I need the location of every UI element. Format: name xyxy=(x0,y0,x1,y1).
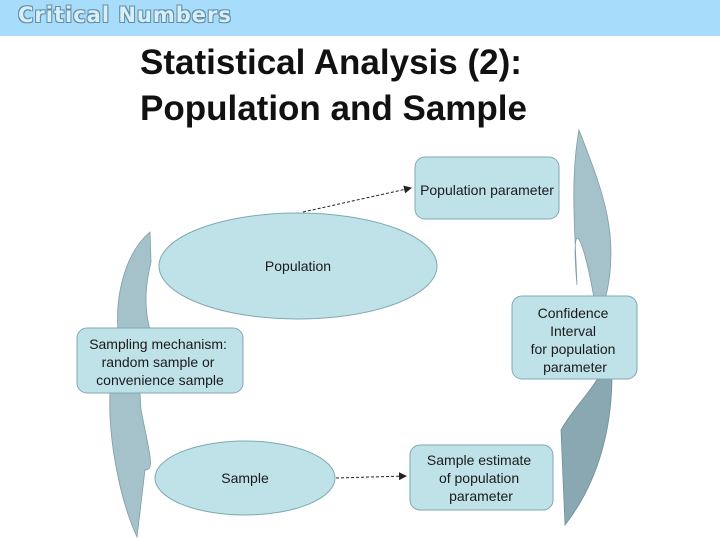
sample-estimate-line-3: parameter xyxy=(449,488,513,504)
population-node xyxy=(158,212,438,320)
sampling-mechanism-line-2: random sample or xyxy=(102,354,215,370)
confidence-interval-line-3: for population xyxy=(531,341,616,357)
cycle-arrow-right xyxy=(560,374,613,527)
confidence-interval-node xyxy=(511,295,638,380)
population-parameter-label: Population parameter xyxy=(420,182,554,198)
slide-title: Statistical Analysis (2): Population and… xyxy=(140,40,600,132)
population-label: Population xyxy=(265,258,331,274)
sampling-mechanism-label: Sampling mechanism: random sample or con… xyxy=(89,336,231,388)
sampling-mechanism-line-1: Sampling mechanism: xyxy=(89,336,227,352)
confidence-interval-line-1: Confidence xyxy=(538,305,609,321)
sample-node xyxy=(154,440,336,516)
confidence-interval-line-4: parameter xyxy=(543,359,607,375)
cycle-arrow-left-bottom xyxy=(109,391,151,539)
population-parameter-node xyxy=(414,156,560,220)
sample-estimate-label: Sample estimate of population parameter xyxy=(427,452,535,504)
header-banner: Critical Numbers xyxy=(0,0,720,36)
sample-estimate-line-2: of population xyxy=(439,470,519,486)
sample-estimate-node xyxy=(409,444,554,511)
title-line-2: Population and Sample xyxy=(140,89,527,128)
sample-label: Sample xyxy=(221,470,269,486)
confidence-interval-line-2: Interval xyxy=(550,323,596,339)
dashed-arrow-sample-to-estimate xyxy=(335,472,407,481)
sample-estimate-line-1: Sample estimate xyxy=(427,452,531,468)
dashed-arrow-population-to-parameter xyxy=(302,185,412,213)
cycle-arrow-left-top xyxy=(117,231,152,331)
title-line-1: Statistical Analysis (2): xyxy=(140,43,522,82)
logo-text: Critical Numbers xyxy=(18,3,232,27)
sampling-mechanism-line-3: convenience sample xyxy=(96,372,224,388)
confidence-interval-label: Confidence Interval for population param… xyxy=(531,305,620,375)
cycle-arrow-top-right xyxy=(573,128,612,301)
sampling-mechanism-node xyxy=(76,327,244,394)
